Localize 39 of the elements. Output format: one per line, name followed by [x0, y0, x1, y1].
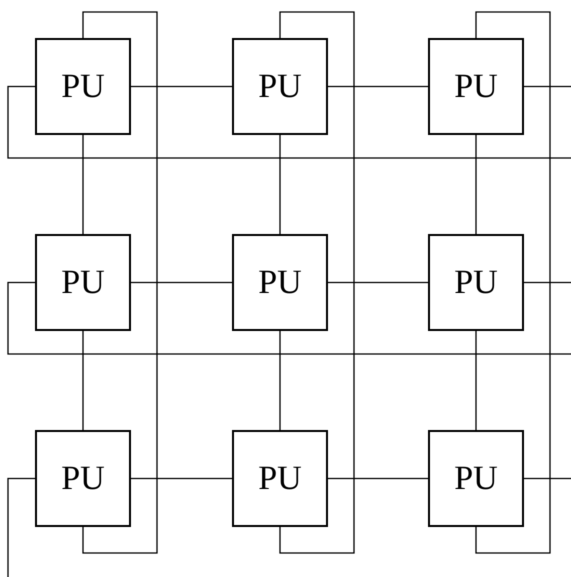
- connector-line: [328, 478, 428, 480]
- connector-line: [524, 282, 571, 284]
- connector-line: [328, 282, 428, 284]
- connector-line: [279, 135, 281, 234]
- processing-unit-box: [35, 38, 131, 135]
- processing-unit-box: [232, 234, 328, 331]
- connector-line: [7, 86, 571, 159]
- connector-line: [328, 86, 428, 88]
- processing-unit-box: [35, 430, 131, 527]
- connector-line: [131, 478, 232, 480]
- connector-line: [279, 331, 281, 430]
- unit-label: PU: [454, 264, 498, 302]
- unit-label: PU: [61, 68, 105, 106]
- processing-unit-box: [232, 430, 328, 527]
- connector-line: [279, 11, 355, 554]
- processing-unit-box: [428, 430, 524, 527]
- unit-label: PU: [454, 460, 498, 498]
- connector-line: [524, 86, 571, 88]
- unit-label: PU: [258, 460, 302, 498]
- connector-line: [7, 282, 571, 355]
- unit-label: PU: [61, 264, 105, 302]
- unit-label: PU: [61, 460, 105, 498]
- connector-line: [82, 135, 84, 234]
- unit-label: PU: [258, 264, 302, 302]
- connector-line: [82, 331, 84, 430]
- connector-line: [475, 331, 477, 430]
- connector-line: [7, 478, 35, 577]
- connector-line: [475, 135, 477, 234]
- processing-unit-box: [232, 38, 328, 135]
- connector-line: [131, 282, 232, 284]
- processing-unit-box: [428, 38, 524, 135]
- connector-line: [131, 86, 232, 88]
- connector-line: [475, 11, 551, 554]
- processing-unit-box: [428, 234, 524, 331]
- unit-label: PU: [258, 68, 302, 106]
- connector-line: [82, 11, 158, 554]
- processing-unit-box: [35, 234, 131, 331]
- unit-label: PU: [454, 68, 498, 106]
- connector-line: [524, 478, 571, 480]
